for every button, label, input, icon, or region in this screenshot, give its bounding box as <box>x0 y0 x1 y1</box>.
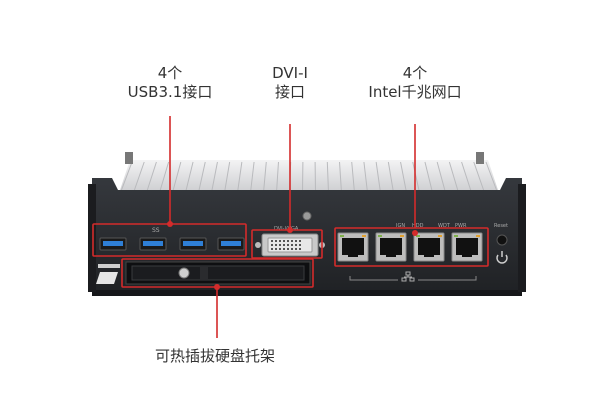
lan-port[interactable] <box>451 232 483 262</box>
drive-bay-screw[interactable] <box>178 267 190 279</box>
lan-callout-box <box>334 227 489 267</box>
lan-port[interactable] <box>413 232 445 262</box>
usb-port[interactable] <box>179 237 207 251</box>
lan-port[interactable] <box>337 232 369 262</box>
lan-bracket-line <box>349 276 477 281</box>
ground-screw <box>302 211 312 221</box>
lan-ports <box>337 232 483 262</box>
callout-dots <box>167 221 418 290</box>
lan-port[interactable] <box>375 232 407 262</box>
reset-button[interactable]: Reset <box>494 223 508 246</box>
network-icon <box>401 271 415 282</box>
dvi-port[interactable]: DVI-I/VGA <box>255 226 325 257</box>
usb-panel-label: SS <box>152 227 160 234</box>
power-button[interactable] <box>496 251 508 264</box>
svg-text:WDT: WDT <box>438 223 451 229</box>
top-screws <box>125 152 484 164</box>
drive-bay-callout-label: 可热插拔硬盘托架 <box>154 347 275 365</box>
dvi-panel-label: DVI-I/VGA <box>274 226 299 232</box>
usb-callout-label: 4个 USB3.1接口 <box>127 64 213 101</box>
usb-ports: SS <box>99 227 245 251</box>
svg-text:HDD: HDD <box>412 223 424 229</box>
usb-port[interactable] <box>139 237 167 251</box>
svg-text:PWR: PWR <box>455 223 467 229</box>
side-logo <box>96 264 120 284</box>
lan-callout-label: 4个 Intel千兆网口 <box>368 64 462 101</box>
dvi-callout-label: DVI-I 接口 <box>272 64 308 101</box>
usb-port[interactable] <box>217 237 245 251</box>
svg-text:IGN: IGN <box>396 223 405 229</box>
usb-port[interactable] <box>99 237 127 251</box>
lan-led-labels: IGN HDD WDT PWR <box>396 223 467 229</box>
svg-text:Reset: Reset <box>494 223 508 229</box>
drive-bay[interactable] <box>125 261 311 285</box>
heatsink <box>118 160 500 196</box>
